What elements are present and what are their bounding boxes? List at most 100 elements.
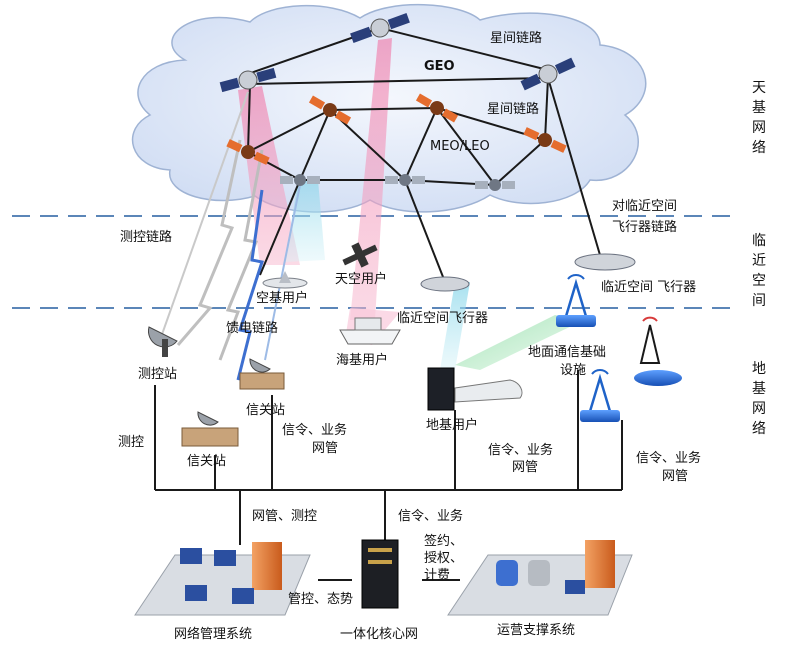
computer-icon xyxy=(565,580,585,594)
layer-label-near-space: 临 近 空 间 xyxy=(752,233,766,309)
computer-icon xyxy=(185,585,207,601)
meo-satellite-icon xyxy=(523,127,567,153)
computer-icon xyxy=(180,548,202,564)
svg-text:基: 基 xyxy=(752,99,766,116)
signal-service-label: 信令、业务 xyxy=(636,450,701,466)
computer-icon xyxy=(214,550,236,566)
svg-text:空: 空 xyxy=(752,273,766,289)
gateway-label: 信关站 xyxy=(246,403,285,418)
ground-stations xyxy=(148,326,285,447)
near-space-link-label: 飞行器链路 xyxy=(612,219,677,235)
sea-user-label: 海基用户 xyxy=(336,352,388,368)
network-mgmt-label: 网管 xyxy=(312,441,338,456)
ground-infra-label: 地面通信基础 xyxy=(528,345,606,360)
aircraft-icon xyxy=(262,271,308,289)
tt-label: 测控 xyxy=(118,435,144,450)
svg-text:基: 基 xyxy=(752,380,766,397)
near-space-aircraft-label: 临近空间 飞行器 xyxy=(601,280,696,295)
nm-tt-label: 网管、测控 xyxy=(252,509,317,524)
geo-satellite-icon xyxy=(350,13,410,43)
inter-sat-link-label: 星间链路 xyxy=(487,101,539,117)
leo-satellite-icon xyxy=(280,174,320,186)
svg-text:天: 天 xyxy=(752,80,766,96)
network-management-system xyxy=(134,542,311,616)
bus-lines xyxy=(154,370,623,581)
svg-text:地: 地 xyxy=(752,361,766,377)
inter-sat-link-label: 星间链路 xyxy=(490,30,542,46)
geo-satellites xyxy=(219,13,576,93)
green-beam xyxy=(455,315,580,370)
meo-leo-label: MEO/LEO xyxy=(430,139,490,154)
svg-text:络: 络 xyxy=(752,421,766,437)
server-icon xyxy=(252,542,282,590)
server-icon xyxy=(585,540,615,588)
tt-link-lines xyxy=(159,91,301,381)
svg-text:网: 网 xyxy=(752,401,766,417)
airship-icon xyxy=(420,276,470,292)
control-posture-label: 管控、态势 xyxy=(288,591,353,607)
signal-service-label: 信令、业务 xyxy=(488,442,553,458)
near-space-aircraft-label: 临近空间飞行器 xyxy=(397,311,488,326)
meo-satellites xyxy=(226,93,567,165)
svg-text:络: 络 xyxy=(752,140,766,156)
ground-infra-label: 设施 xyxy=(560,363,586,378)
ground-towers xyxy=(556,274,682,422)
sat-links xyxy=(244,27,601,283)
operations-support-system xyxy=(447,540,633,616)
meo-satellite-icon xyxy=(415,93,459,123)
geo-label: GEO xyxy=(424,59,455,74)
air-user-label: 天空用户 xyxy=(335,271,387,287)
near-space-link-label: 对临近空间 xyxy=(612,199,677,214)
tower-base xyxy=(634,370,682,386)
sign-auth-label: 计费 xyxy=(424,568,450,583)
tt-station-label: 测控站 xyxy=(138,367,177,382)
svg-text:间: 间 xyxy=(752,293,766,309)
gateway-label: 信关站 xyxy=(187,454,226,469)
ops-support-system-label: 运营支撑系统 xyxy=(497,623,575,638)
ship-icon xyxy=(339,317,401,345)
signal-service-label: 信令、业务 xyxy=(282,422,347,438)
geo-satellite-icon xyxy=(219,67,277,93)
core-network-label: 一体化核心网 xyxy=(340,627,418,642)
tt-link-label: 测控链路 xyxy=(120,229,172,245)
layer-label-ground: 地 基 网 络 xyxy=(752,361,766,437)
svg-text:网: 网 xyxy=(752,120,766,136)
leo-satellites xyxy=(280,174,515,191)
database-icon xyxy=(496,560,518,586)
gateway-icon xyxy=(181,411,239,447)
sign-auth-label: 授权、 xyxy=(424,550,463,566)
feeder-link-label: 馈电链路 xyxy=(226,320,278,336)
gateway-icon xyxy=(239,358,285,390)
svg-text:临: 临 xyxy=(752,233,766,249)
feeder-link xyxy=(236,189,264,381)
network-mgmt-label: 网管 xyxy=(512,460,538,475)
tower-icon xyxy=(580,369,620,422)
core-network xyxy=(361,539,399,609)
computer-icon xyxy=(232,588,254,604)
near-space-aircraft xyxy=(262,242,636,292)
satellite-dish-icon xyxy=(148,326,178,357)
space-user-label: 空基用户 xyxy=(256,290,308,306)
airship-icon xyxy=(574,253,636,271)
signal-service-label: 信令、业务 xyxy=(398,508,463,524)
cyan-beam-2 xyxy=(440,282,470,370)
database-icon xyxy=(528,560,550,586)
tower-icon xyxy=(639,316,661,364)
layer-label-space: 天 基 网 络 xyxy=(752,80,766,156)
ground-user-label: 地基用户 xyxy=(426,417,478,433)
svg-text:近: 近 xyxy=(752,253,766,269)
leo-satellite-icon xyxy=(475,179,515,191)
network-mgmt-system-label: 网络管理系统 xyxy=(174,626,252,642)
sign-auth-label: 签约、 xyxy=(424,533,463,549)
leo-satellite-icon xyxy=(385,174,425,186)
ground-user-icon xyxy=(427,367,523,411)
geo-satellite-icon xyxy=(520,57,576,91)
tower-icon xyxy=(556,274,596,327)
meo-satellite-icon xyxy=(226,139,270,165)
pink-beam-1 xyxy=(238,86,300,265)
network-mgmt-label: 网管 xyxy=(662,469,688,484)
cyan-beam xyxy=(285,180,325,262)
drone-icon xyxy=(342,242,378,268)
